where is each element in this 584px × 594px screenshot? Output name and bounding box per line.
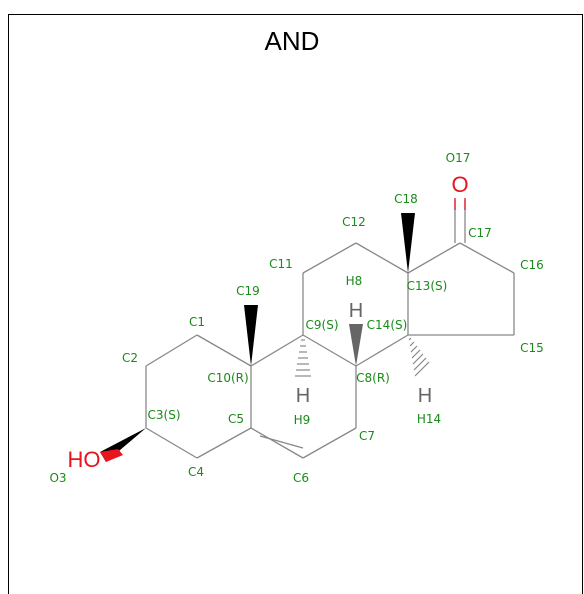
atom-labels: O17 C18 C17 C12 C16 C11 H8 C13(S) C19 C1… [49, 151, 543, 485]
bond-c14-c8 [355, 334, 409, 367]
bond-c1-c2 [145, 334, 198, 367]
label-h9: H9 [294, 413, 311, 427]
label-c7: C7 [359, 429, 375, 443]
bonds [145, 198, 515, 459]
wedge-bonds [100, 213, 415, 462]
label-c2: C2 [122, 351, 138, 365]
label-c1: C1 [189, 315, 205, 329]
label-c15: C15 [520, 341, 544, 355]
label-c17: C17 [468, 226, 492, 240]
bond-c4-c5 [196, 427, 252, 459]
bond-c17-c16 [459, 242, 515, 274]
bond-c11-c12 [302, 242, 357, 274]
label-c6: C6 [293, 471, 309, 485]
hydrogen-8-symbol: H [349, 300, 363, 322]
wedge-c19 [244, 305, 258, 366]
label-o3: O3 [49, 471, 66, 485]
bond-c3-c4 [145, 427, 198, 459]
label-c4: C4 [188, 465, 204, 479]
wedge-h8 [349, 324, 363, 366]
label-c19: C19 [236, 284, 260, 298]
label-c13: C13(S) [407, 279, 448, 293]
bond-c9-c10 [250, 334, 304, 367]
bond-c10-c1 [196, 334, 252, 367]
oxygen-17-symbol: O [451, 172, 468, 197]
bond-c5-c6 [250, 427, 304, 459]
hydroxyl-symbol: HO [68, 447, 101, 472]
hash-bonds [295, 337, 430, 377]
molecule-title: AND [264, 26, 320, 56]
bond-c13-c17 [407, 242, 461, 274]
label-c12: C12 [342, 215, 366, 229]
label-c14: C14(S) [367, 318, 408, 332]
label-c5: C5 [228, 412, 244, 426]
bond-c8-c9 [302, 334, 357, 367]
label-c9: C9(S) [306, 318, 339, 332]
label-h8: H8 [346, 274, 363, 288]
label-c11: C11 [269, 257, 293, 271]
label-c18: C18 [394, 192, 418, 206]
hydrogen-9-symbol: H [296, 385, 310, 407]
label-c16: C16 [520, 258, 544, 272]
hydrogen-14-symbol: H [418, 385, 432, 407]
label-o17: O17 [446, 151, 471, 165]
label-c3: C3(S) [148, 408, 181, 422]
bond-c12-c13 [355, 242, 409, 274]
label-c8: C8(R) [356, 371, 390, 385]
label-c10: C10(R) [207, 371, 248, 385]
diagram-frame [8, 14, 583, 594]
wedge-c18 [401, 213, 415, 273]
bond-c6-c7 [302, 427, 357, 459]
label-h14: H14 [417, 412, 441, 426]
bond-c5-c6-double [259, 435, 304, 449]
wedge-c3-o3-red [100, 449, 123, 462]
